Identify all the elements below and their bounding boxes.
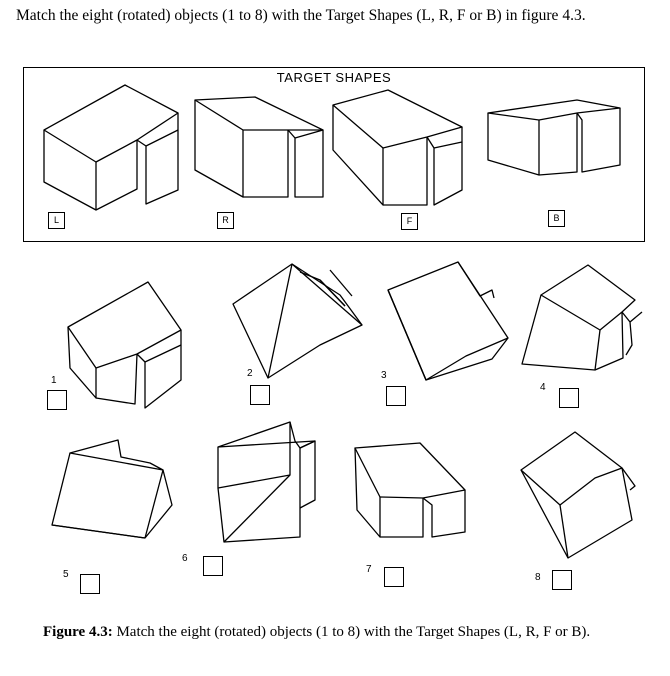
object-4-number: 4 xyxy=(540,382,546,393)
target-l-label-box: L xyxy=(48,212,65,229)
object-1-shape xyxy=(67,281,182,409)
object-7-answer-box[interactable] xyxy=(384,567,404,587)
object-2-answer-box[interactable] xyxy=(250,385,270,405)
target-shape-f xyxy=(332,89,463,206)
object-4-shape xyxy=(521,264,643,371)
object-5-answer-box[interactable] xyxy=(80,574,100,594)
object-3-answer-box[interactable] xyxy=(386,386,406,406)
instruction-text: Match the eight (rotated) objects (1 to … xyxy=(16,7,586,24)
object-6-number: 6 xyxy=(182,553,188,564)
object-2-number: 2 xyxy=(247,368,253,379)
object-6-answer-box[interactable] xyxy=(203,556,223,576)
target-r-label-box: R xyxy=(217,212,234,229)
object-8-answer-box[interactable] xyxy=(552,570,572,590)
object-2-shape xyxy=(232,263,363,379)
object-7-number: 7 xyxy=(366,564,372,575)
target-shape-r xyxy=(194,96,324,198)
figure-caption: Figure 4.3: Match the eight (rotated) ob… xyxy=(43,624,590,641)
object-4-answer-box[interactable] xyxy=(559,388,579,408)
object-3-number: 3 xyxy=(381,370,387,381)
object-8-shape xyxy=(520,431,636,559)
target-b-label-box: B xyxy=(548,210,565,227)
caption-text: Match the eight (rotated) objects (1 to … xyxy=(112,624,591,640)
target-f-label-box: F xyxy=(401,213,418,230)
object-6-shape xyxy=(217,421,316,543)
caption-figure-number: Figure 4.3: xyxy=(43,624,113,640)
target-shapes-title: TARGET SHAPES xyxy=(276,70,392,85)
object-8-number: 8 xyxy=(535,572,541,583)
object-1-number: 1 xyxy=(51,375,57,386)
object-3-shape xyxy=(387,261,509,381)
object-7-shape xyxy=(354,442,466,538)
target-shapes-panel: TARGET SHAPES xyxy=(23,67,645,242)
target-shape-b xyxy=(487,99,621,176)
object-5-number: 5 xyxy=(63,569,69,580)
object-5-shape xyxy=(51,439,173,539)
object-1-answer-box[interactable] xyxy=(47,390,67,410)
target-shape-l xyxy=(43,84,179,211)
